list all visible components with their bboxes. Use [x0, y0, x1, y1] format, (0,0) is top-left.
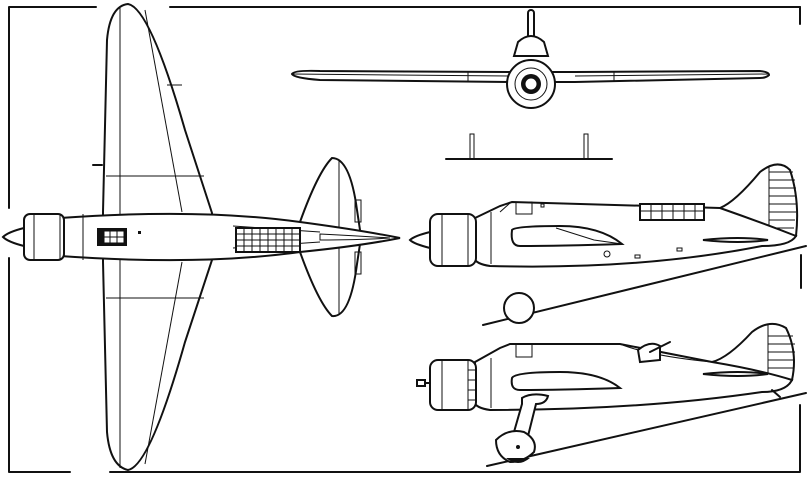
side-view-upper [408, 163, 807, 326]
plan-grid [235, 227, 301, 253]
scale-bar [445, 133, 613, 160]
front-view [290, 9, 771, 109]
frame-lines [8, 6, 802, 473]
plan-view [1, 2, 401, 472]
side-view-lower [416, 322, 807, 467]
